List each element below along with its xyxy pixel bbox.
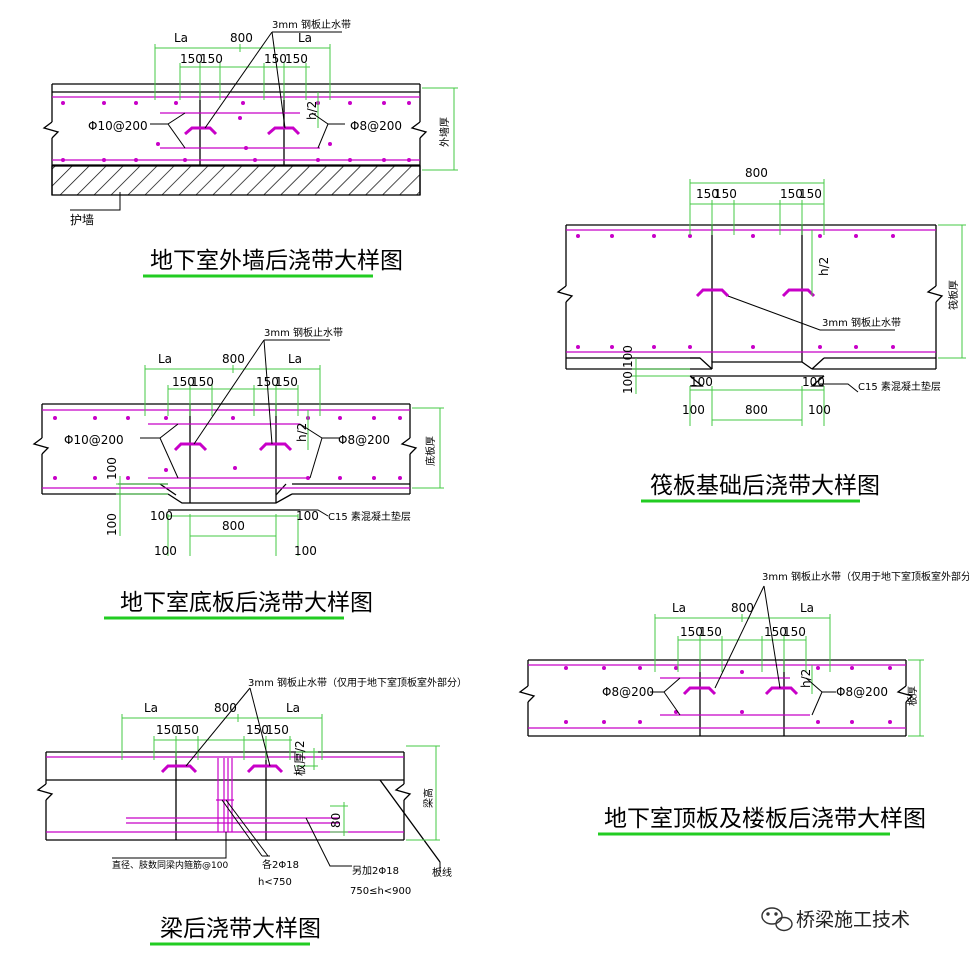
half-thickness-label: h/2 — [817, 257, 831, 276]
waterstop-plate — [173, 442, 293, 452]
watermark: 桥梁施工技术 — [761, 907, 910, 932]
dim-150: 150 — [275, 375, 298, 389]
dim-150: 150 — [266, 723, 289, 737]
dim-150: 150 — [783, 625, 806, 639]
waterstop-plate — [695, 288, 816, 298]
dim-150: 150 — [246, 723, 269, 737]
dim-100-vertical: 100 — [621, 345, 635, 368]
dim-150: 150 — [714, 187, 737, 201]
thickness-label: 筏板厚 — [947, 280, 960, 310]
dim-150: 150 — [256, 375, 279, 389]
dim-100: 100 — [682, 403, 705, 417]
gap-width-label: 800 — [214, 701, 237, 715]
rebar-left-label: Φ8@200 — [602, 685, 654, 699]
raft-detail: 800 150 150 150 150 h/2 筏板厚 3mm 钢板止水带 C1… — [556, 166, 966, 503]
thickness-label: 外墙厚 — [438, 117, 451, 147]
raft-detail-title: 筏板基础后浇带大样图 — [650, 473, 880, 499]
wall-detail-title: 地下室外墙后浇带大样图 — [150, 248, 403, 274]
waterstop-label: 3mm 钢板止水带（仅用于地下室顶板室外部分） — [762, 570, 969, 583]
rebar-right-label: Φ8@200 — [350, 119, 402, 133]
wall-detail: La 800 La 150 150 150 150 3mm 钢板止水带 Φ10@… — [42, 18, 458, 278]
gap-bottom-label: 800 — [222, 519, 245, 533]
gap-bottom-label: 800 — [745, 403, 768, 417]
dim-100-vertical: 100 — [621, 371, 635, 394]
dim-150: 150 — [799, 187, 822, 201]
la-right-label: La — [288, 352, 302, 366]
waterstop-label: 3mm 钢板止水带（仅用于地下室顶板室外部分） — [248, 676, 467, 689]
cushion-label: C15 素混凝土垫层 — [858, 380, 941, 393]
rebar-left-label: Φ10@200 — [64, 433, 124, 447]
beam-height-label: 梁高 — [422, 788, 435, 808]
bar-a-label: 各2Φ18 — [262, 858, 299, 871]
half-thickness-label: h/2 — [295, 423, 309, 442]
la-right-label: La — [800, 601, 814, 615]
dim-150: 150 — [285, 52, 308, 66]
la-left-label: La — [158, 352, 172, 366]
bar-b-label: 另加2Φ18 — [352, 865, 399, 877]
dim-80: 80 — [329, 813, 343, 828]
waterstop-label: 3mm 钢板止水带 — [264, 326, 343, 339]
watermark-text: 桥梁施工技术 — [796, 909, 910, 931]
wechat-icon — [761, 907, 793, 932]
dim-100-vertical: 100 — [105, 513, 119, 536]
thickness-label: 板厚 — [906, 686, 919, 706]
rebar-right-label: Φ8@200 — [836, 685, 888, 699]
stirrup-note: 直径、肢数同梁内箍筋@100 — [112, 859, 228, 871]
thickness-label: 底板厚 — [424, 436, 437, 466]
dim-100: 100 — [150, 509, 173, 523]
cond-a-label: h<750 — [258, 877, 292, 888]
guard-wall-label: 护墙 — [70, 213, 94, 227]
gap-width-label: 800 — [222, 352, 245, 366]
dim-100: 100 — [808, 403, 831, 417]
dim-150: 150 — [680, 625, 703, 639]
beam-detail: La 800 La 150 150 150 150 3mm 钢板止水带（仅用于地… — [36, 676, 467, 946]
dim-150: 150 — [156, 723, 179, 737]
dim-100: 100 — [802, 375, 825, 389]
half-thickness-label: h/2 — [305, 101, 319, 120]
dim-150: 150 — [696, 187, 719, 201]
dim-100: 100 — [690, 375, 713, 389]
half-thickness-label: 板厚/2 — [293, 740, 307, 776]
gap-width-label: 800 — [731, 601, 754, 615]
dim-150: 150 — [172, 375, 195, 389]
base-slab-detail: La 800 La 150 150 150 150 3mm 钢板止水带 Φ10@… — [32, 326, 444, 620]
base-slab-title: 地下室底板后浇带大样图 — [120, 590, 373, 616]
guard-wall-hatch — [51, 165, 421, 196]
waterstop-plate — [184, 126, 301, 136]
gap-width-label: 800 — [745, 166, 768, 180]
la-left-label: La — [672, 601, 686, 615]
cond-b-label: 750≤h<900 — [350, 886, 411, 897]
half-thickness-label: h/2 — [799, 669, 813, 688]
waterstop-label: 3mm 钢板止水带 — [272, 18, 351, 31]
la-left-label: La — [174, 31, 188, 45]
dim-150: 150 — [780, 187, 803, 201]
dim-150: 150 — [764, 625, 787, 639]
dim-150: 150 — [200, 52, 223, 66]
slab-line-label: 板线 — [432, 866, 452, 879]
dim-150: 150 — [180, 52, 203, 66]
la-right-label: La — [286, 701, 300, 715]
dim-150: 150 — [176, 723, 199, 737]
waterstop-label: 3mm 钢板止水带 — [822, 316, 901, 329]
roof-slab-title: 地下室顶板及楼板后浇带大样图 — [604, 806, 926, 832]
waterstop-plate — [682, 686, 799, 696]
dim-150: 150 — [191, 375, 214, 389]
dim-100-vertical: 100 — [105, 457, 119, 480]
rebar-right-label: Φ8@200 — [338, 433, 390, 447]
waterstop-plate — [160, 764, 284, 774]
beam-detail-title: 梁后浇带大样图 — [160, 916, 321, 942]
dim-150: 150 — [699, 625, 722, 639]
dim-100: 100 — [296, 509, 319, 523]
dim-150: 150 — [264, 52, 287, 66]
cushion-label: C15 素混凝土垫层 — [328, 510, 411, 523]
gap-width-label: 800 — [230, 31, 253, 45]
la-left-label: La — [144, 701, 158, 715]
roof-slab-detail: La 800 La 150 150 150 150 3mm 钢板止水带（仅用于地… — [518, 570, 969, 836]
dim-100: 100 — [294, 544, 317, 558]
la-right-label: La — [298, 31, 312, 45]
rebar-left-label: Φ10@200 — [88, 119, 148, 133]
dim-100: 100 — [154, 544, 177, 558]
